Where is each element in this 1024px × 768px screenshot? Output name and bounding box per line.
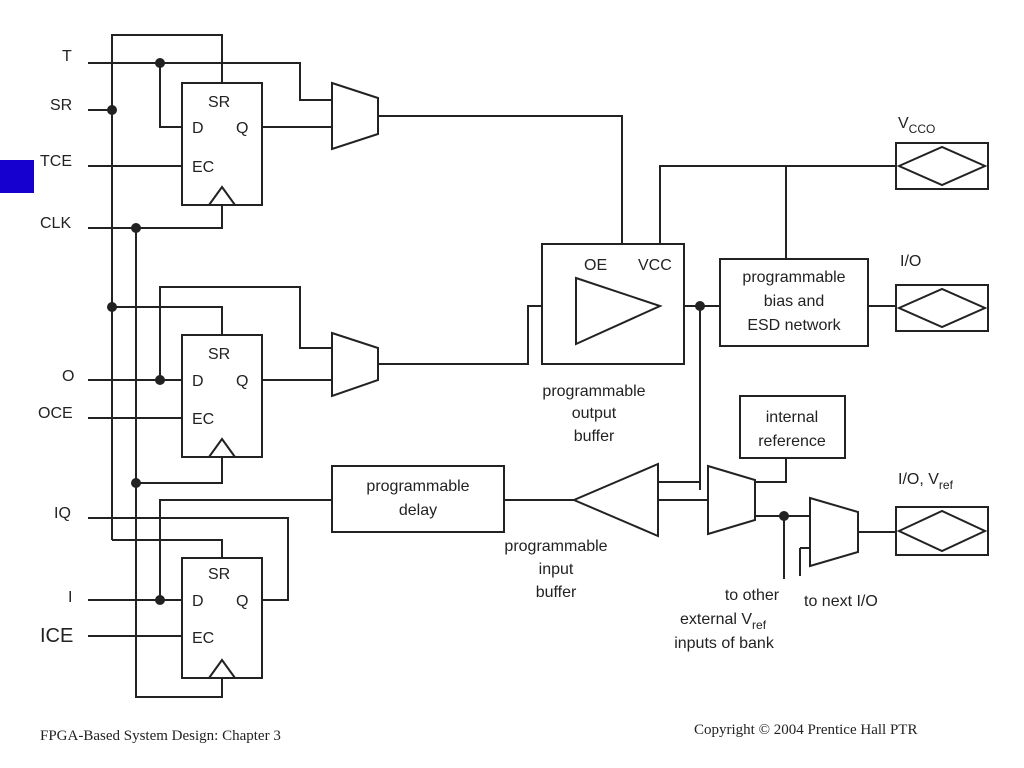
io-block-diagram: T SR TCE CLK O OCE IQ I ICE SR D Q EC SR…	[38, 34, 989, 698]
ff-d-label: D	[192, 373, 204, 390]
wires	[88, 34, 896, 698]
clock-triangle-icon	[208, 437, 236, 458]
input-label-t: T	[62, 48, 72, 65]
input-buffer-caption-1: programmable	[504, 538, 607, 555]
label-other-vref-2: external Vref	[680, 611, 767, 632]
label-to-next-io: to next I/O	[804, 593, 878, 610]
ff-q-label: Q	[236, 593, 248, 610]
output-buffer-caption-3: buffer	[574, 428, 615, 445]
pad-io	[895, 284, 989, 332]
input-label-tce: TCE	[40, 153, 72, 170]
input-label-clk: CLK	[40, 215, 71, 232]
flip-flop-tristate: SR D Q EC	[181, 82, 263, 206]
bias-esd-network: programmable bias and ESD network	[719, 258, 869, 347]
programmable-delay: programmable delay	[331, 465, 505, 533]
delay-line-2: delay	[399, 502, 437, 519]
output-buffer-caption-1: programmable	[542, 383, 645, 400]
programmable-output-buffer: OE VCC	[541, 243, 685, 365]
ff-ec-label: EC	[192, 630, 214, 647]
output-mux	[331, 331, 379, 398]
internal-reference: internal reference	[739, 395, 846, 459]
ff-sr-label: SR	[208, 566, 230, 583]
delay-line-1: programmable	[366, 478, 469, 495]
input-label-sr: SR	[50, 97, 72, 114]
clock-triangle-icon	[208, 185, 236, 206]
input-label-iq: IQ	[54, 505, 71, 522]
pad-vcco	[895, 142, 989, 190]
bias-line-1: programmable	[742, 269, 845, 286]
output-buffer-oe: OE	[584, 257, 607, 274]
input-buffer-triangle-icon	[571, 462, 659, 538]
flip-flop-output: SR D Q EC	[181, 334, 263, 458]
pad-diamond-icon	[896, 509, 988, 553]
input-buffer-caption-2: input	[539, 561, 574, 578]
output-buffer-vcc: VCC	[638, 257, 672, 274]
clock-triangle-icon	[208, 658, 236, 679]
pad-diamond-icon	[896, 145, 988, 187]
ff-ec-label: EC	[192, 159, 214, 176]
ff-q-label: Q	[236, 120, 248, 137]
junction-dots	[107, 58, 789, 605]
flip-flop-input: SR D Q EC	[181, 557, 263, 679]
bias-line-3: ESD network	[747, 317, 841, 334]
bias-line-2: bias and	[764, 293, 825, 310]
ff-q-label: Q	[236, 373, 248, 390]
ff-ec-label: EC	[192, 411, 214, 428]
ff-sr-label: SR	[208, 94, 230, 111]
pad-io-vref	[895, 506, 989, 556]
label-io: I/O	[900, 253, 921, 270]
label-other-vref-1: to other	[725, 587, 780, 604]
footer-chapter: FPGA-Based System Design: Chapter 3	[40, 728, 281, 744]
input-label-ice: ICE	[40, 625, 73, 647]
slide-marker	[0, 160, 34, 193]
label-vcco: VCCO	[898, 115, 935, 136]
ff-d-label: D	[192, 593, 204, 610]
footer-copyright: Copyright © 2004 Prentice Hall PTR	[694, 722, 918, 738]
input-label-i: I	[68, 589, 72, 606]
label-other-vref-3: inputs of bank	[674, 635, 775, 652]
input-buffer-caption-3: buffer	[536, 584, 577, 601]
buffer-triangle-icon	[575, 276, 663, 346]
pad-diamond-icon	[896, 287, 988, 329]
input-label-oce: OCE	[38, 405, 73, 422]
input-label-o: O	[62, 368, 74, 385]
label-io-vref: I/O, Vref	[898, 471, 954, 492]
ff-sr-label: SR	[208, 346, 230, 363]
internal-reference-line-2: reference	[758, 433, 826, 450]
ff-d-label: D	[192, 120, 204, 137]
reference-mux	[707, 464, 756, 536]
tristate-mux	[331, 81, 379, 151]
vref-mux	[809, 496, 859, 568]
internal-reference-line-1: internal	[766, 409, 818, 426]
output-buffer-caption-2: output	[572, 405, 617, 422]
